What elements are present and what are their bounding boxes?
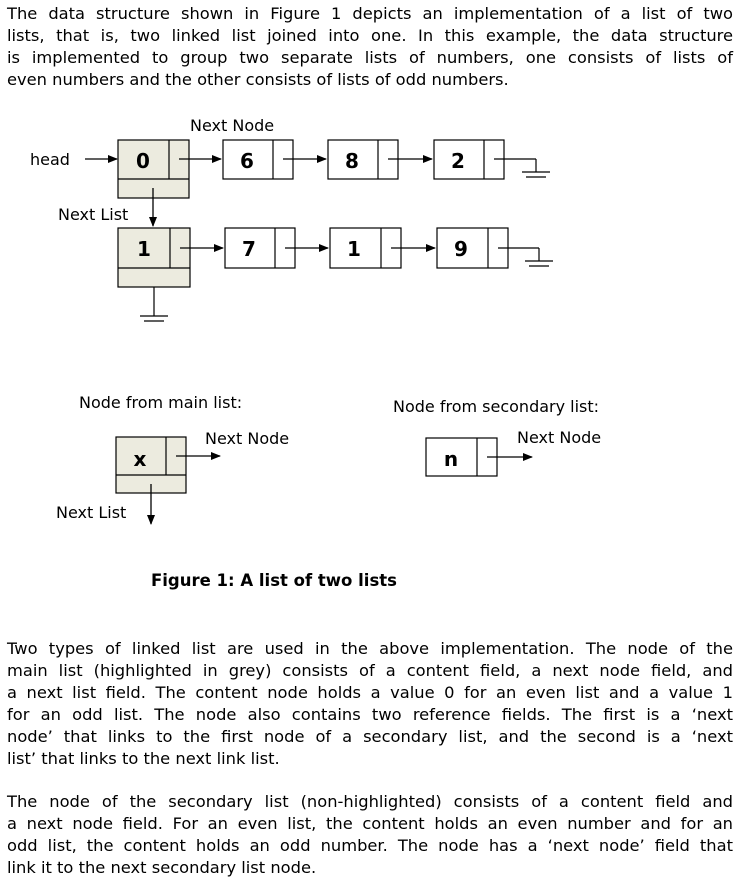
secondary-node: 1 bbox=[329, 227, 402, 269]
node-value: 9 bbox=[454, 237, 468, 261]
legend-main-node: x bbox=[115, 436, 187, 494]
text-line: link it to the next secondary list node. bbox=[7, 858, 317, 877]
node-value: 0 bbox=[136, 149, 150, 173]
node-value: 1 bbox=[347, 237, 361, 261]
node-value: 7 bbox=[242, 237, 256, 261]
text-line: for an odd list. The node also contains … bbox=[7, 705, 733, 724]
legend-main-title: Node from main list: bbox=[79, 393, 242, 412]
next-list-label: Next List bbox=[58, 205, 128, 224]
text-line: The data structure shown in Figure 1 dep… bbox=[7, 4, 733, 23]
legend-secondary-next-node-label: Next Node bbox=[517, 428, 601, 447]
null-ground-symbol bbox=[494, 158, 550, 178]
legend-main-next-node-label: Next Node bbox=[205, 429, 289, 448]
figure-caption: Figure 1: A list of two lists bbox=[151, 571, 397, 590]
head-label: head bbox=[30, 150, 70, 169]
node-value: 6 bbox=[240, 149, 254, 173]
body-paragraph: The node of the secondary list (non-high… bbox=[7, 791, 733, 879]
text-line: main list (highlighted in grey) consists… bbox=[7, 661, 733, 680]
text-line: The node of the secondary list (non-high… bbox=[7, 792, 733, 811]
node-value: 2 bbox=[451, 149, 465, 173]
text-line: a next node field. For an even list, the… bbox=[7, 814, 733, 833]
text-line: odd list, the content holds an odd numbe… bbox=[7, 836, 733, 855]
node-value: x bbox=[134, 447, 147, 471]
null-ground-symbol bbox=[140, 287, 168, 322]
secondary-node: 6 bbox=[222, 139, 294, 180]
text-line: a next list field. The content node hold… bbox=[7, 683, 733, 702]
node-value: 8 bbox=[345, 149, 359, 173]
main-node-odd: 1 bbox=[117, 227, 191, 288]
secondary-node: 7 bbox=[224, 227, 296, 269]
text-line: list’ that links to the next link list. bbox=[7, 749, 280, 768]
secondary-node: 9 bbox=[436, 227, 509, 269]
secondary-node: 8 bbox=[327, 139, 399, 180]
legend-main-next-list-label: Next List bbox=[56, 503, 126, 522]
secondary-node: 2 bbox=[433, 139, 505, 180]
text-line: is implemented to group two separate lis… bbox=[7, 48, 733, 67]
node-value: 1 bbox=[137, 237, 151, 261]
node-value: n bbox=[444, 447, 458, 471]
next-node-label: Next Node bbox=[190, 116, 274, 135]
text-line: Two types of linked list are used in the… bbox=[7, 639, 733, 658]
text-line: even numbers and the other consists of l… bbox=[7, 70, 509, 89]
intro-paragraph: The data structure shown in Figure 1 dep… bbox=[7, 3, 733, 91]
legend-secondary-title: Node from secondary list: bbox=[393, 397, 599, 416]
text-line: lists, that is, two linked list joined i… bbox=[7, 26, 733, 45]
legend-secondary-node: n bbox=[425, 437, 498, 477]
body-paragraph: Two types of linked list are used in the… bbox=[7, 638, 733, 770]
null-ground-symbol bbox=[498, 247, 553, 267]
text-line: node’ that links to the first node of a … bbox=[7, 727, 733, 746]
